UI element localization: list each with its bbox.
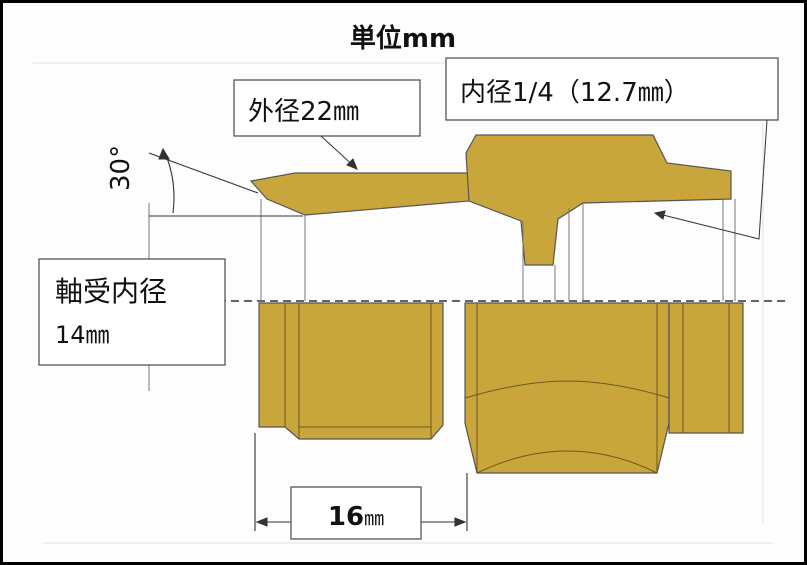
bearing-box (38, 258, 226, 366)
inner-diameter-box (445, 57, 779, 121)
inner-diameter-leader (653, 119, 768, 240)
bearing-label: 軸受内径 (55, 275, 167, 308)
inlet-wall (249, 172, 470, 216)
threaded-end (668, 302, 744, 434)
inner-diameter-label: 内径1/4（12.7㎜） (460, 78, 690, 108)
lower-section (258, 302, 744, 474)
upper-section (249, 134, 736, 301)
outer-diameter-box (233, 79, 421, 137)
hex-facets (464, 303, 670, 474)
end-threads (682, 303, 730, 433)
bearing-value: 14㎜ (55, 321, 110, 349)
hex-nut (464, 302, 670, 474)
hex-body-top (465, 134, 732, 266)
outer-diameter-label: 外径22㎜ (248, 97, 359, 127)
sleeve-grooves (284, 303, 432, 439)
length-value: 16㎜ (328, 502, 384, 532)
threaded-sleeve (258, 302, 444, 440)
angle-construction (148, 147, 303, 217)
unit-title: 単位mm (350, 23, 456, 54)
outer-diameter-leader (320, 135, 358, 170)
length-box (290, 486, 422, 540)
angle-label: 30° (106, 145, 136, 191)
fitting-drawing: 30° 16㎜ 外径22㎜ 内径1/4（12.7㎜） 軸受内径 14㎜ 単位mm (33, 23, 788, 544)
